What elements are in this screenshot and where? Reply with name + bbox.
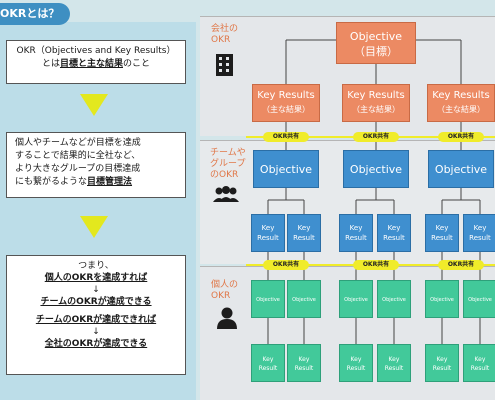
group-icon bbox=[213, 186, 239, 202]
kr-line: Key bbox=[349, 224, 363, 232]
kr-line: Result bbox=[432, 365, 452, 372]
team-objective-box: Objective bbox=[428, 150, 494, 188]
kr-line: Key bbox=[473, 224, 487, 232]
label-line: のOKR bbox=[210, 170, 239, 180]
kr-line: Result bbox=[294, 365, 314, 372]
personal-objective-box: Objective bbox=[287, 280, 321, 318]
okr-share-badge: OKR共有 bbox=[353, 260, 399, 270]
kr-line: Result bbox=[384, 365, 404, 372]
definition-emphasis: 目標と主な結果 bbox=[59, 59, 123, 69]
company-key-results-box: Key Results （主な結果） bbox=[427, 84, 495, 122]
conclusion-line-2: チームのOKRが達成できる bbox=[40, 297, 152, 307]
kr-line: Key bbox=[436, 356, 448, 363]
down-triangle-2 bbox=[80, 216, 108, 238]
personal-okr-label: 個人の OKR bbox=[211, 280, 238, 302]
conclusion-line-1: 個人のOKRを達成すれば bbox=[44, 273, 148, 283]
kr-line: Result bbox=[431, 234, 453, 242]
conclusion-line-4: 全社のOKRが達成できる bbox=[44, 339, 148, 349]
personal-objective-box: Objective bbox=[425, 280, 459, 318]
conclusion-arrow-1: ↓ bbox=[92, 285, 100, 295]
kr-line: Result bbox=[293, 234, 315, 242]
conclusion-box: つまり、 個人のOKRを達成すれば ↓ チームのOKRが達成できる チームのOK… bbox=[6, 255, 186, 375]
conclusion-arrow-2: ↓ bbox=[92, 327, 100, 337]
kr-line: Result bbox=[258, 365, 278, 372]
kr-line: Key bbox=[262, 356, 274, 363]
team-objective-box: Objective bbox=[253, 150, 319, 188]
team-objective-box: Objective bbox=[343, 150, 409, 188]
kr-line: Key bbox=[297, 224, 311, 232]
okr-share-badge: OKR共有 bbox=[263, 132, 309, 142]
kr-line: Key bbox=[474, 356, 486, 363]
conclusion-intro: つまり、 bbox=[78, 261, 114, 271]
label-line: OKR bbox=[211, 35, 231, 45]
panel-title: OKRとは？ bbox=[0, 3, 70, 25]
personal-objective-box: Objective bbox=[251, 280, 285, 318]
description-line: することで結果的に全社など、 bbox=[15, 151, 141, 161]
conclusion-line-3: チームのOKRが達成できれば bbox=[35, 315, 157, 325]
person-icon bbox=[217, 307, 237, 329]
company-okr-label: 会社の OKR bbox=[211, 24, 238, 46]
okr-share-badge: OKR共有 bbox=[263, 260, 309, 270]
kr-line: Key bbox=[387, 224, 401, 232]
description-line: 個人やチームなどが目標を達成 bbox=[15, 138, 141, 148]
definition-box: OKR（Objectives and Key Results） とは目標と主な結… bbox=[6, 40, 186, 84]
objective-sub: （目標） bbox=[354, 45, 398, 58]
definition-line-1: OKR（Objectives and Key Results） bbox=[16, 46, 176, 56]
personal-objective-box: Objective bbox=[463, 280, 495, 318]
kr-title: Key Results bbox=[347, 90, 405, 101]
company-key-results-box: Key Results （主な結果） bbox=[252, 84, 320, 122]
kr-sub: （主な結果） bbox=[262, 105, 310, 114]
description-line: より大きなグループの目標達成 bbox=[15, 164, 141, 174]
kr-line: Key bbox=[261, 224, 275, 232]
down-triangle-1 bbox=[80, 94, 108, 116]
kr-line: Key bbox=[298, 356, 310, 363]
description-box: 個人やチームなどが目標を達成 することで結果的に全社など、 より大きなグループの… bbox=[6, 132, 186, 198]
kr-line: Key bbox=[388, 356, 400, 363]
building-icon bbox=[216, 54, 233, 76]
label-line: グループ bbox=[210, 159, 246, 169]
kr-line: Result bbox=[346, 365, 366, 372]
kr-line: Result bbox=[470, 365, 490, 372]
kr-line: Key bbox=[435, 224, 449, 232]
kr-sub: （主な結果） bbox=[437, 105, 485, 114]
definition-suffix: のこと bbox=[123, 59, 151, 69]
label-line: 個人の bbox=[211, 280, 239, 290]
okr-share-badge: OKR共有 bbox=[438, 132, 484, 142]
personal-objective-box: Objective bbox=[377, 280, 411, 318]
label-line: チームや bbox=[210, 148, 246, 158]
kr-title: Key Results bbox=[257, 90, 315, 101]
objective-label: Objective bbox=[349, 30, 403, 43]
kr-line: Result bbox=[383, 234, 405, 242]
kr-line: Result bbox=[257, 234, 279, 242]
okr-share-badge: OKR共有 bbox=[438, 260, 484, 270]
personal-objective-box: Objective bbox=[339, 280, 373, 318]
label-line: OKR bbox=[211, 291, 231, 301]
kr-line: Key bbox=[350, 356, 362, 363]
definition-prefix: とは bbox=[41, 59, 60, 69]
kr-title: Key Results bbox=[432, 90, 490, 101]
description-last-prefix: にも繋がるような bbox=[15, 177, 88, 187]
company-key-results-box: Key Results （主な結果） bbox=[342, 84, 410, 122]
okr-share-badge: OKR共有 bbox=[353, 132, 399, 142]
kr-line: Result bbox=[345, 234, 367, 242]
description-emphasis: 目標管理法 bbox=[87, 177, 133, 187]
company-objective-box: Objective （目標） bbox=[336, 22, 416, 64]
kr-sub: （主な結果） bbox=[352, 105, 400, 114]
kr-line: Result bbox=[469, 234, 491, 242]
team-okr-label: チームや グループ のOKR bbox=[210, 148, 246, 181]
label-line: 会社の bbox=[211, 24, 239, 34]
